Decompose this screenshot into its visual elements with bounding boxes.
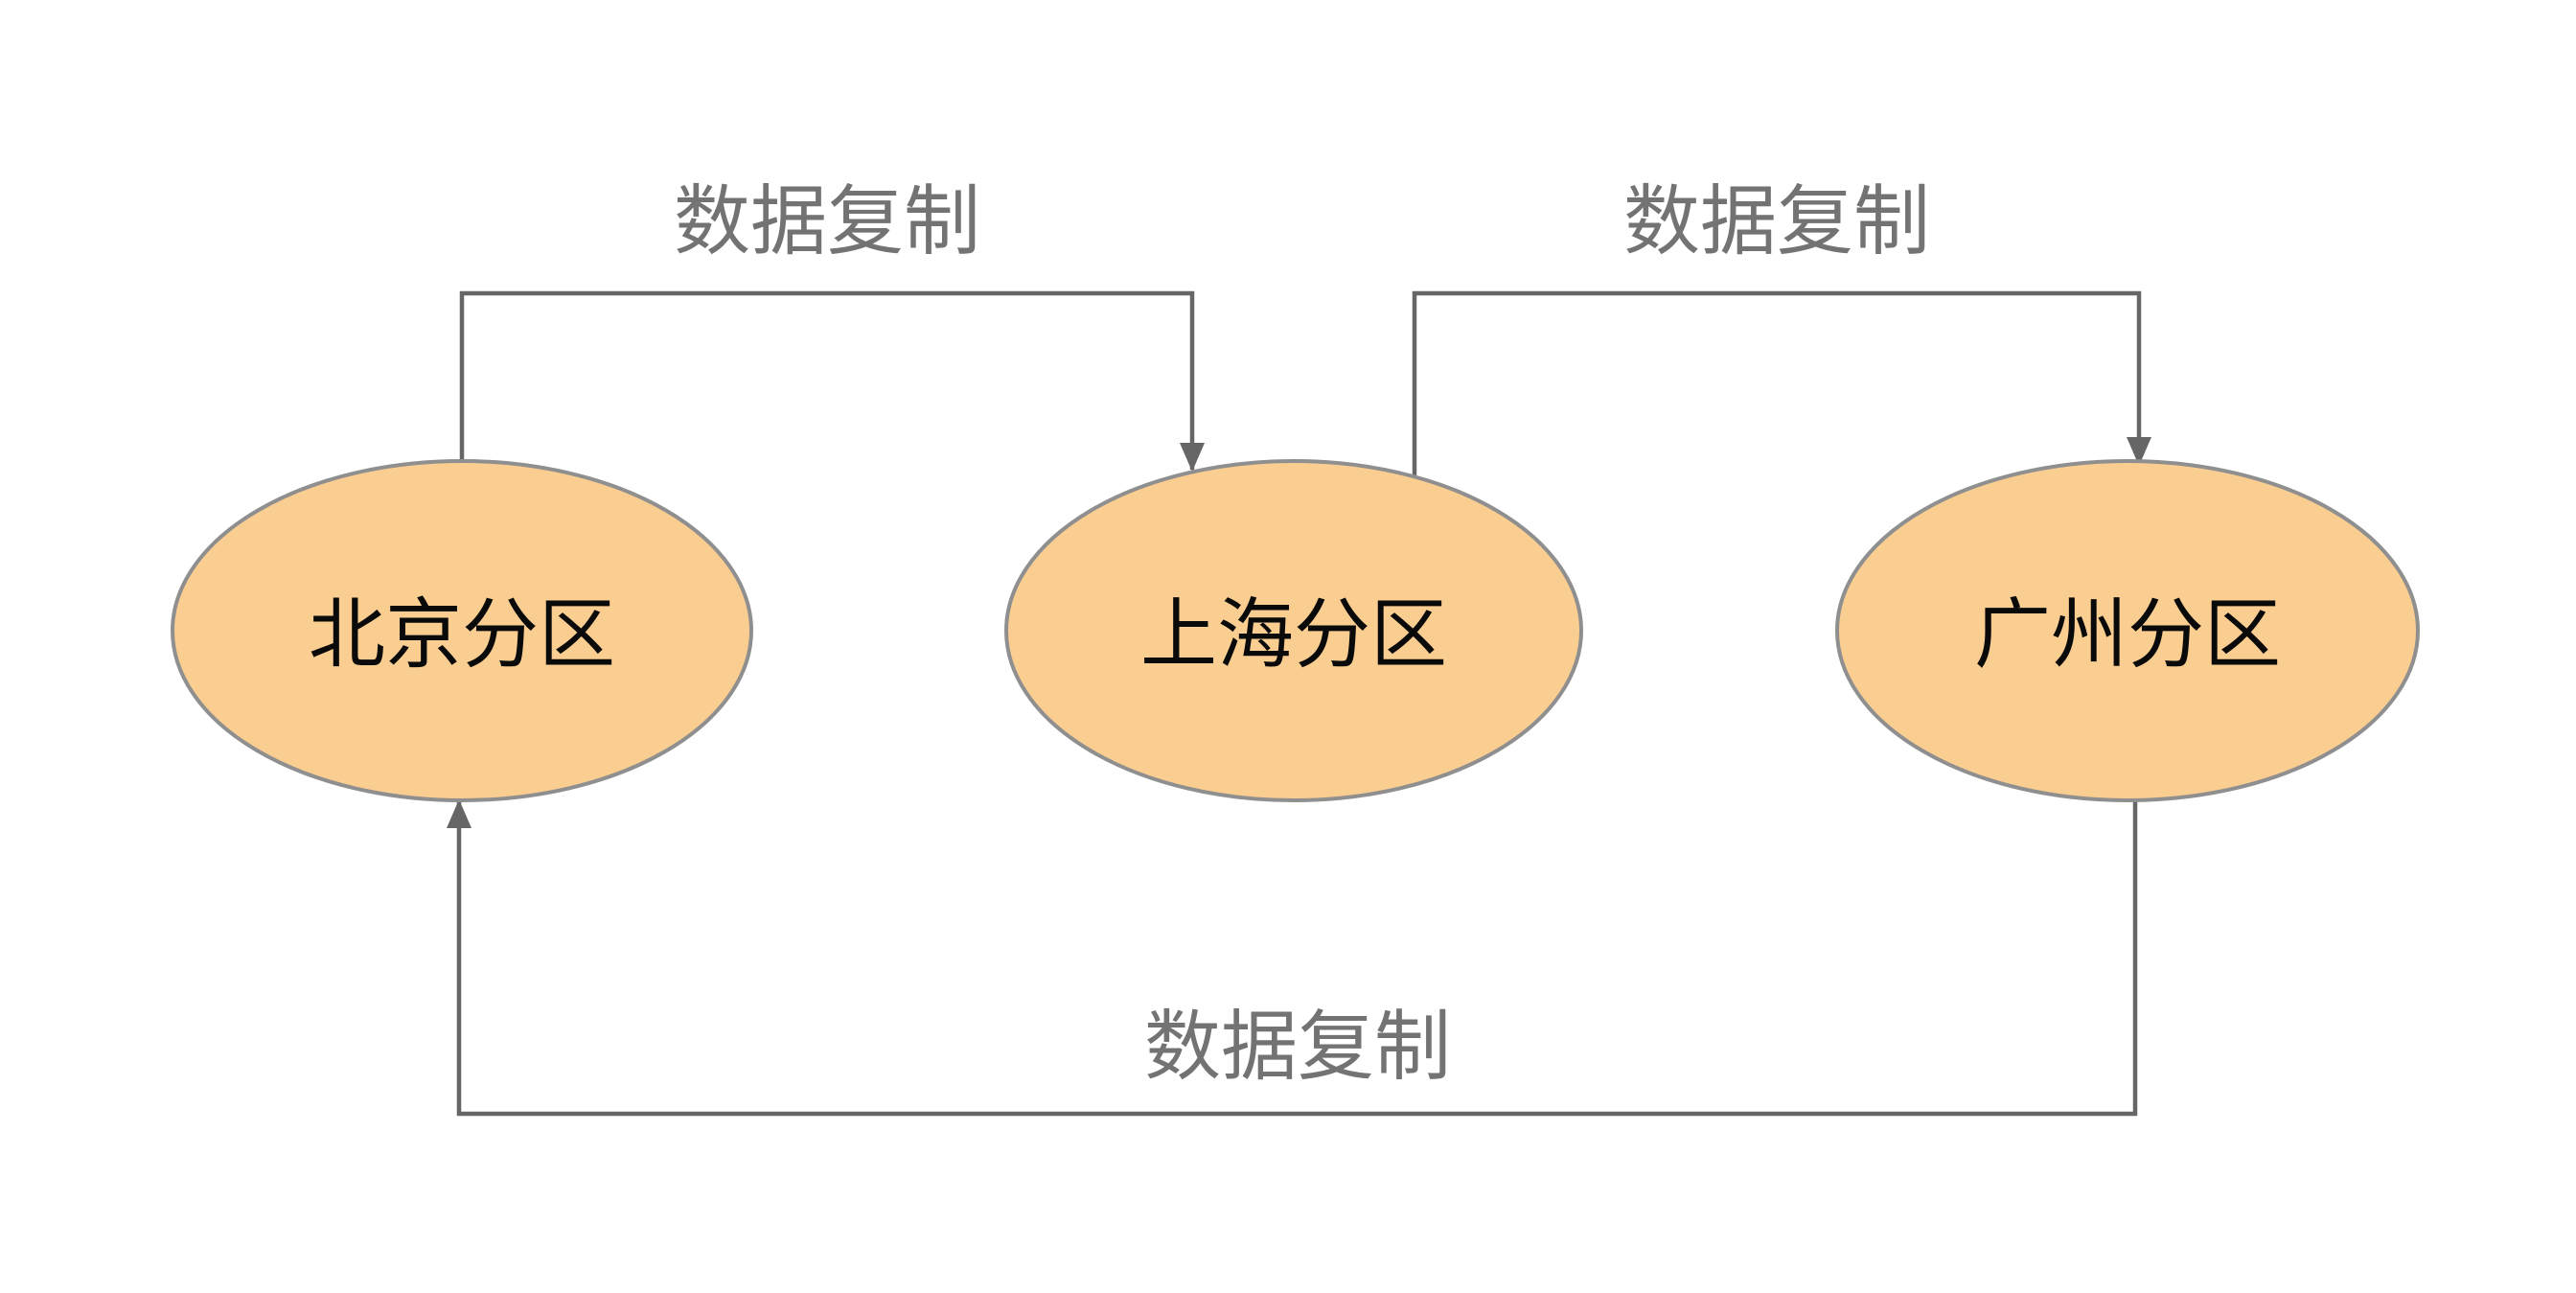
edge-beijing-to-shanghai: 数据复制 (459, 179, 1205, 472)
edge-shanghai-to-guangzhou-arrow (1412, 290, 2151, 476)
node-beijing-partition: 北京分区 (171, 459, 753, 802)
node-beijing-shape (171, 459, 753, 802)
edge-label-shanghai-to-guangzhou: 数据复制 (1623, 179, 1930, 265)
node-guangzhou-label: 广州分区 (1974, 592, 2281, 678)
node-shanghai-shape (1004, 459, 1583, 802)
edge-shanghai-to-guangzhou: 数据复制 (1412, 179, 2151, 476)
node-shanghai-label: 上海分区 (1140, 592, 1447, 678)
node-beijing-label: 北京分区 (309, 592, 615, 678)
node-guangzhou-partition: 广州分区 (1835, 459, 2420, 802)
edge-beijing-to-shanghai-arrow (459, 290, 1205, 472)
node-guangzhou-shape (1835, 459, 2420, 802)
edge-label-beijing-to-shanghai: 数据复制 (674, 179, 980, 265)
edge-label-guangzhou-to-beijing: 数据复制 (1144, 1004, 1451, 1090)
edge-guangzhou-to-beijing-arrow (447, 799, 2138, 1117)
node-shanghai-partition: 上海分区 (1004, 459, 1583, 802)
edge-guangzhou-to-beijing: 数据复制 (447, 799, 2138, 1117)
